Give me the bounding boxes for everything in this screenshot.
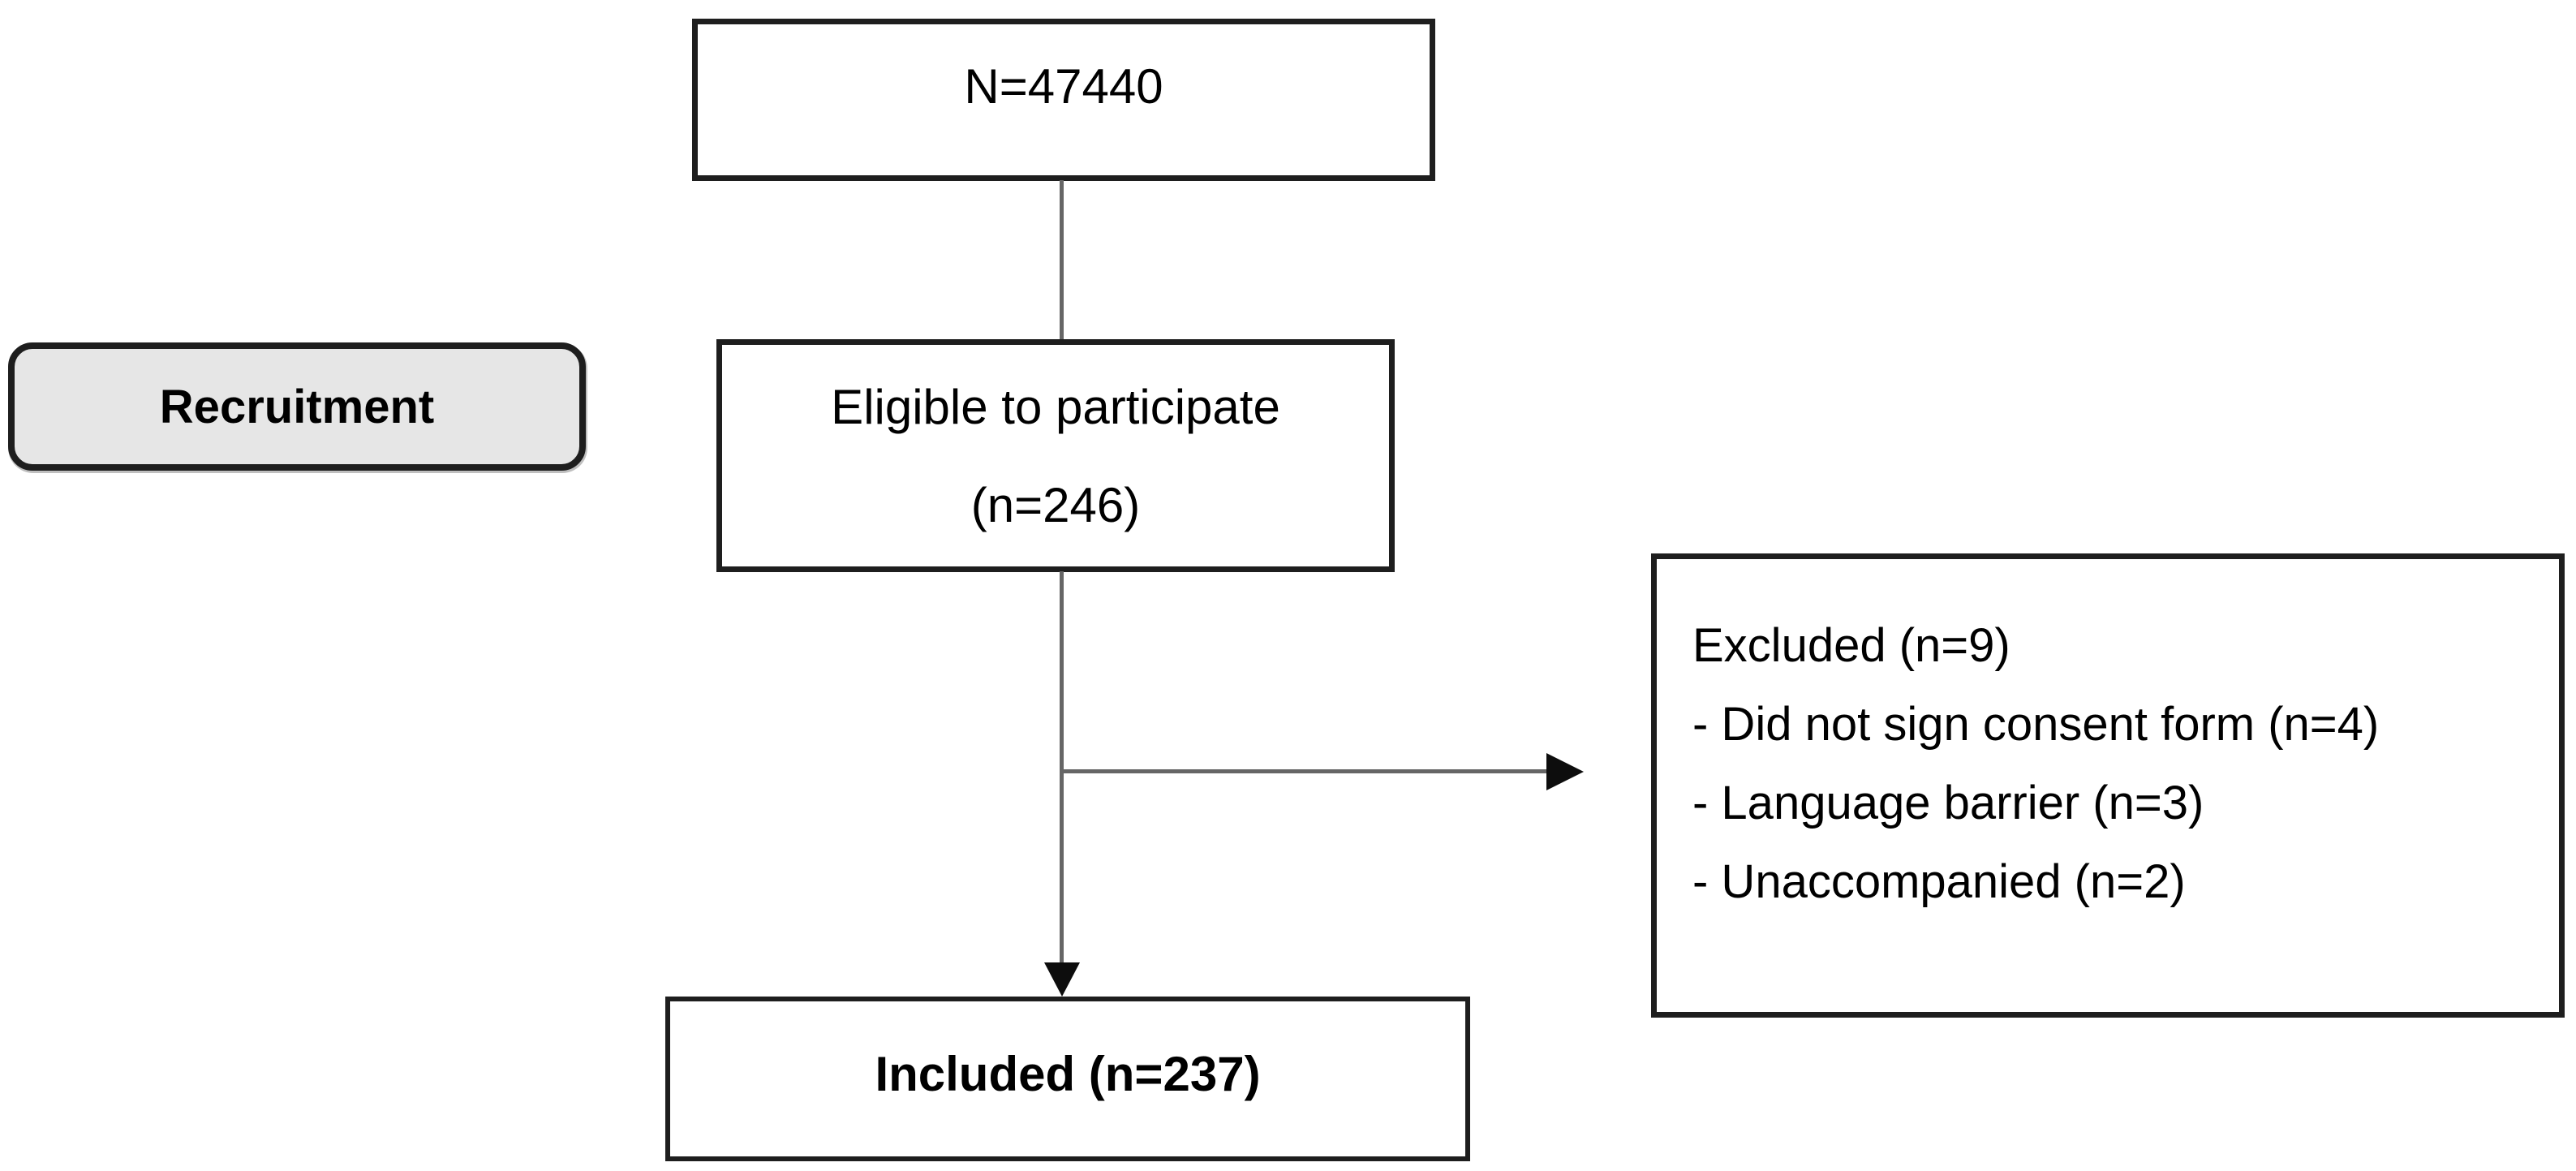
- node-excluded: Excluded (n=9) - Did not sign consent fo…: [1651, 553, 2565, 1018]
- node-excluded-reason-consent: - Did not sign consent form (n=4): [1692, 698, 2380, 751]
- node-excluded-title: Excluded (n=9): [1692, 619, 2010, 672]
- stage-recruitment-label: Recruitment: [159, 380, 435, 433]
- node-included-label: Included (n=237): [875, 1047, 1261, 1101]
- arrowhead-right-icon: [1546, 753, 1584, 790]
- arrowhead-down-icon: [1044, 962, 1080, 997]
- connector-branch-to-excluded: [1062, 769, 1550, 773]
- stage-recruitment-badge: Recruitment: [8, 342, 586, 471]
- node-total-population-label: N=47440: [964, 58, 1163, 114]
- node-eligible-count: (n=246): [970, 477, 1141, 532]
- node-excluded-reason-language: - Language barrier (n=3): [1692, 777, 2204, 829]
- node-eligible: Eligible to participate (n=246): [716, 339, 1395, 572]
- node-eligible-label: Eligible to participate: [831, 379, 1280, 434]
- connector-eligible-to-included: [1060, 571, 1064, 966]
- node-excluded-reason-unaccompanied: - Unaccompanied (n=2): [1692, 855, 2186, 908]
- connector-total-to-eligible: [1060, 180, 1064, 339]
- node-total-population: N=47440: [692, 19, 1435, 181]
- node-included: Included (n=237): [665, 997, 1470, 1161]
